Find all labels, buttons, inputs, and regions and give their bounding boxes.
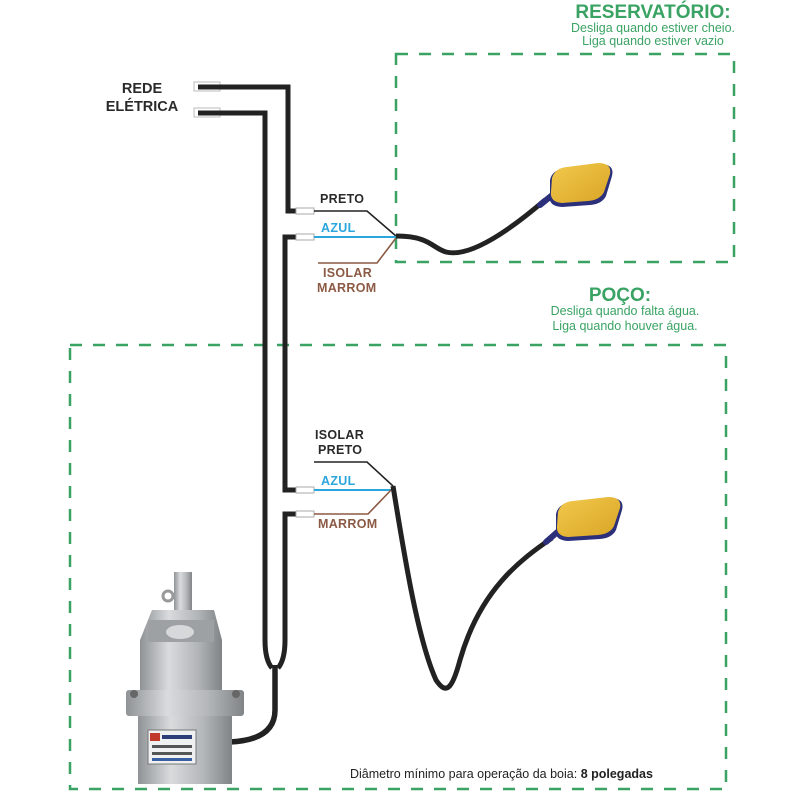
upper-wire-brown xyxy=(318,237,397,264)
upper-label-isolar: ISOLAR xyxy=(323,266,373,280)
lower-wire-black xyxy=(314,461,394,487)
footer-value: 8 polegadas xyxy=(580,767,653,781)
upper-label-azul: AZUL xyxy=(321,221,356,235)
splice-upper-2 xyxy=(295,233,315,241)
lower-float-switch xyxy=(543,497,623,545)
reservoir-line-1: Desliga quando estiver cheio. xyxy=(571,21,735,35)
reservoir-line-2: Liga quando estiver vazio xyxy=(582,34,724,48)
footer-text: Diâmetro mínimo para operação da boia: xyxy=(350,767,581,781)
upper-float-cable xyxy=(395,198,547,256)
well-line-1: Desliga quando falta água. xyxy=(550,304,700,318)
splice-lower-1 xyxy=(295,486,315,494)
well-title: POÇO: xyxy=(588,285,652,306)
reservoir-zone-border xyxy=(394,52,736,264)
lower-label-isolar: ISOLAR xyxy=(315,428,365,442)
lower-label-azul: AZUL xyxy=(321,474,356,488)
splice-lower-2 xyxy=(295,510,315,518)
pump-cable-branch xyxy=(276,234,298,670)
lower-float-cable xyxy=(390,485,554,691)
upper-float-switch xyxy=(537,163,613,208)
submersible-pump xyxy=(126,572,244,784)
lower-label-marrom: MARROM xyxy=(318,517,378,531)
footer-note: Diâmetro mínimo para operação da boia: 8… xyxy=(350,767,653,781)
power-cable-1 xyxy=(198,84,298,214)
splice-upper-1 xyxy=(295,207,315,215)
well-line-2: Liga quando houver água. xyxy=(552,319,698,333)
upper-label-preto: PRETO xyxy=(320,192,365,206)
power-label-line-2: ELÉTRICA xyxy=(105,99,179,115)
upper-label-marrom: MARROM xyxy=(317,281,377,295)
power-label-line-1: REDE xyxy=(121,81,163,97)
power-cable-2 xyxy=(198,110,274,670)
upper-wire-black xyxy=(314,210,397,237)
lower-label-preto: PRETO xyxy=(318,443,363,457)
lower-wire-brown xyxy=(314,487,394,515)
well-zone-border xyxy=(68,343,728,791)
reservoir-title: RESERVATÓRIO: xyxy=(575,2,731,23)
